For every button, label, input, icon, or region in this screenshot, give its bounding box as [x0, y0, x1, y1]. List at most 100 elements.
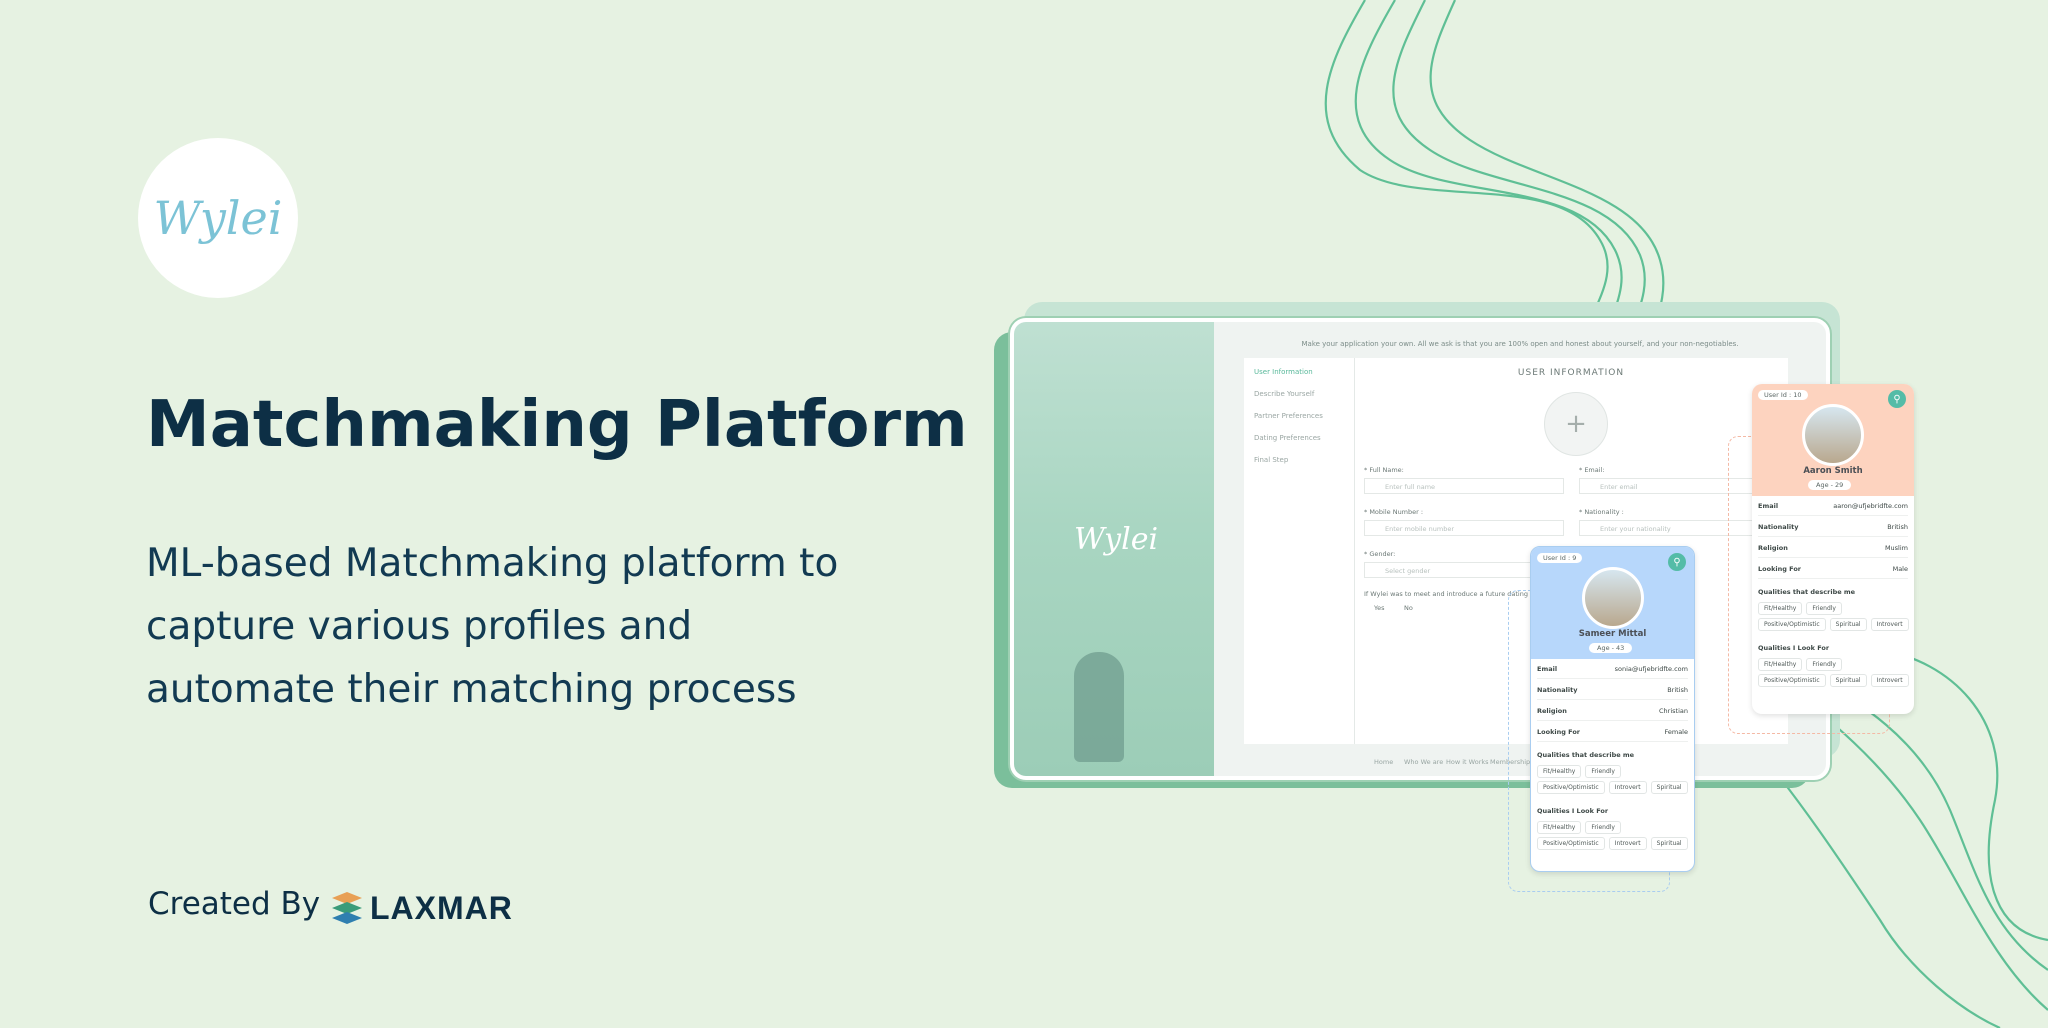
profile-card-aaron[interactable]: User Id : 10 ⚲ Aaron Smith Age - 29 Emai… [1752, 384, 1914, 714]
radio-yes[interactable]: Yes [1374, 604, 1385, 612]
sidebar-item-dating-preferences[interactable]: Dating Preferences [1254, 434, 1321, 442]
user-id-badge: User Id : 9 [1537, 553, 1583, 563]
quality-chip: Fit/Healthy [1758, 602, 1803, 615]
quality-chip: Introvert [1608, 837, 1647, 850]
row-label: Looking For [1758, 565, 1802, 573]
wylei-logo: Wylei [138, 138, 298, 298]
plus-icon: + [1565, 409, 1587, 439]
quality-chip: Positive/Optimistic [1537, 781, 1605, 794]
nationality-label: * Nationality : [1579, 508, 1624, 516]
look-for-chips: Fit/Healthy Friendly [1537, 821, 1621, 834]
hero-photo: Wylei [1014, 322, 1214, 776]
row-label: Religion [1758, 544, 1788, 552]
sidebar-item-final-step[interactable]: Final Step [1254, 456, 1289, 464]
qualities-chips: Fit/Healthy Friendly [1758, 602, 1842, 615]
row-value: Male [1892, 565, 1908, 573]
quality-chip: Friendly [1585, 821, 1621, 834]
quality-chip: Spiritual [1829, 674, 1867, 687]
avatar [1802, 404, 1864, 466]
row-value: British [1887, 523, 1908, 531]
mobile-label: * Mobile Number : [1364, 508, 1424, 516]
laxmar-logo-text: LAXMAR [370, 889, 513, 926]
info-row: Email sonia@ufjebridfte.com [1537, 665, 1688, 679]
footer-link-how-it-works[interactable]: How it Works [1446, 758, 1489, 766]
gender-label: * Gender: [1364, 550, 1396, 558]
radio-no[interactable]: No [1404, 604, 1413, 612]
page-title: Matchmaking Platform [146, 388, 968, 462]
look-for-heading: Qualities I Look For [1758, 644, 1830, 652]
quality-chip: Positive/Optimistic [1758, 674, 1826, 687]
info-row: Email aaron@ufjebridfte.com [1758, 502, 1908, 516]
qualities-chips: Fit/Healthy Friendly [1537, 765, 1621, 778]
row-value: aaron@ufjebridfte.com [1833, 502, 1908, 510]
look-for-chips: Positive/Optimistic Spiritual Introvert [1758, 674, 1909, 687]
row-label: Nationality [1758, 523, 1799, 531]
age-badge: Age - 29 [1808, 480, 1852, 490]
row-value: British [1667, 686, 1688, 694]
quality-chip: Introvert [1870, 618, 1909, 631]
qualities-heading: Qualities that describe me [1537, 751, 1635, 759]
full-name-label: * Full Name: [1364, 466, 1404, 474]
avatar [1582, 567, 1644, 629]
quality-chip: Spiritual [1650, 837, 1688, 850]
sidebar-item-describe-yourself[interactable]: Describe Yourself [1254, 390, 1315, 398]
quality-chip: Friendly [1806, 602, 1842, 615]
page-description: ML-based Matchmaking platform to capture… [146, 541, 839, 712]
app-screenshot: Wylei Make your application your own. Al… [1010, 318, 1830, 780]
info-row: Nationality British [1758, 523, 1908, 537]
avatar-upload[interactable]: + [1544, 392, 1608, 456]
created-by-label: Created By [148, 886, 321, 922]
age-badge: Age - 43 [1589, 643, 1633, 653]
form-banner: Make your application your own. All we a… [1301, 340, 1739, 348]
form-panel: User Information Describe Yourself Partn… [1244, 358, 1788, 744]
quality-chip: Positive/Optimistic [1537, 837, 1605, 850]
sidebar-item-partner-preferences[interactable]: Partner Preferences [1254, 412, 1323, 420]
couple-silhouette [1074, 652, 1124, 762]
row-label: Looking For [1537, 728, 1581, 736]
mobile-input[interactable]: Enter mobile number [1364, 520, 1564, 536]
photo-brand: Wylei [1074, 522, 1159, 557]
row-value: Muslim [1884, 544, 1908, 552]
wylei-logo-text: Wylei [153, 191, 283, 245]
match-icon[interactable]: ⚲ [1668, 553, 1686, 571]
match-icon[interactable]: ⚲ [1888, 390, 1906, 408]
quality-chip: Friendly [1585, 765, 1621, 778]
quality-chip: Introvert [1608, 781, 1647, 794]
look-for-chips: Positive/Optimistic Introvert Spiritual [1537, 837, 1688, 850]
info-row: Religion Christian [1537, 707, 1688, 721]
email-label: * Email: [1579, 466, 1605, 474]
row-label: Religion [1537, 707, 1567, 715]
info-row: Looking For Male [1758, 565, 1908, 579]
full-name-input[interactable]: Enter full name [1364, 478, 1564, 494]
row-label: Email [1537, 665, 1558, 673]
qualities-chips: Positive/Optimistic Introvert Spiritual [1537, 781, 1688, 794]
row-label: Email [1758, 502, 1779, 510]
footer-link-home[interactable]: Home [1374, 758, 1394, 766]
quality-chip: Friendly [1806, 658, 1842, 671]
info-row: Religion Muslim [1758, 544, 1908, 558]
look-for-chips: Fit/Healthy Friendly [1758, 658, 1842, 671]
qualities-chips: Positive/Optimistic Spiritual Introvert [1758, 618, 1909, 631]
footer-link-membership[interactable]: Membership [1490, 758, 1531, 766]
sidebar-divider [1354, 358, 1355, 744]
look-for-heading: Qualities I Look For [1537, 807, 1609, 815]
user-id-badge: User Id : 10 [1758, 390, 1808, 400]
quality-chip: Spiritual [1650, 781, 1688, 794]
laxmar-logo-icon [332, 892, 362, 924]
profile-card-sameer[interactable]: User Id : 9 ⚲ Sameer Mittal Age - 43 Ema… [1530, 546, 1695, 872]
row-value: Christian [1659, 707, 1688, 715]
profile-name: Aaron Smith [1803, 466, 1863, 476]
qualities-heading: Qualities that describe me [1758, 588, 1856, 596]
form-title: USER INFORMATION [1517, 368, 1625, 378]
sidebar-item-user-information[interactable]: User Information [1254, 368, 1313, 376]
form-area: Make your application your own. All we a… [1214, 322, 1826, 776]
quality-chip: Positive/Optimistic [1758, 618, 1826, 631]
quality-chip: Fit/Healthy [1537, 765, 1582, 778]
footer-link-who-we-are[interactable]: Who We are [1404, 758, 1444, 766]
quality-chip: Fit/Healthy [1758, 658, 1803, 671]
quality-chip: Fit/Healthy [1537, 821, 1582, 834]
intro-question: If Wylei was to meet and introduce a fut… [1364, 590, 1557, 598]
row-value: sonia@ufjebridfte.com [1614, 665, 1688, 673]
